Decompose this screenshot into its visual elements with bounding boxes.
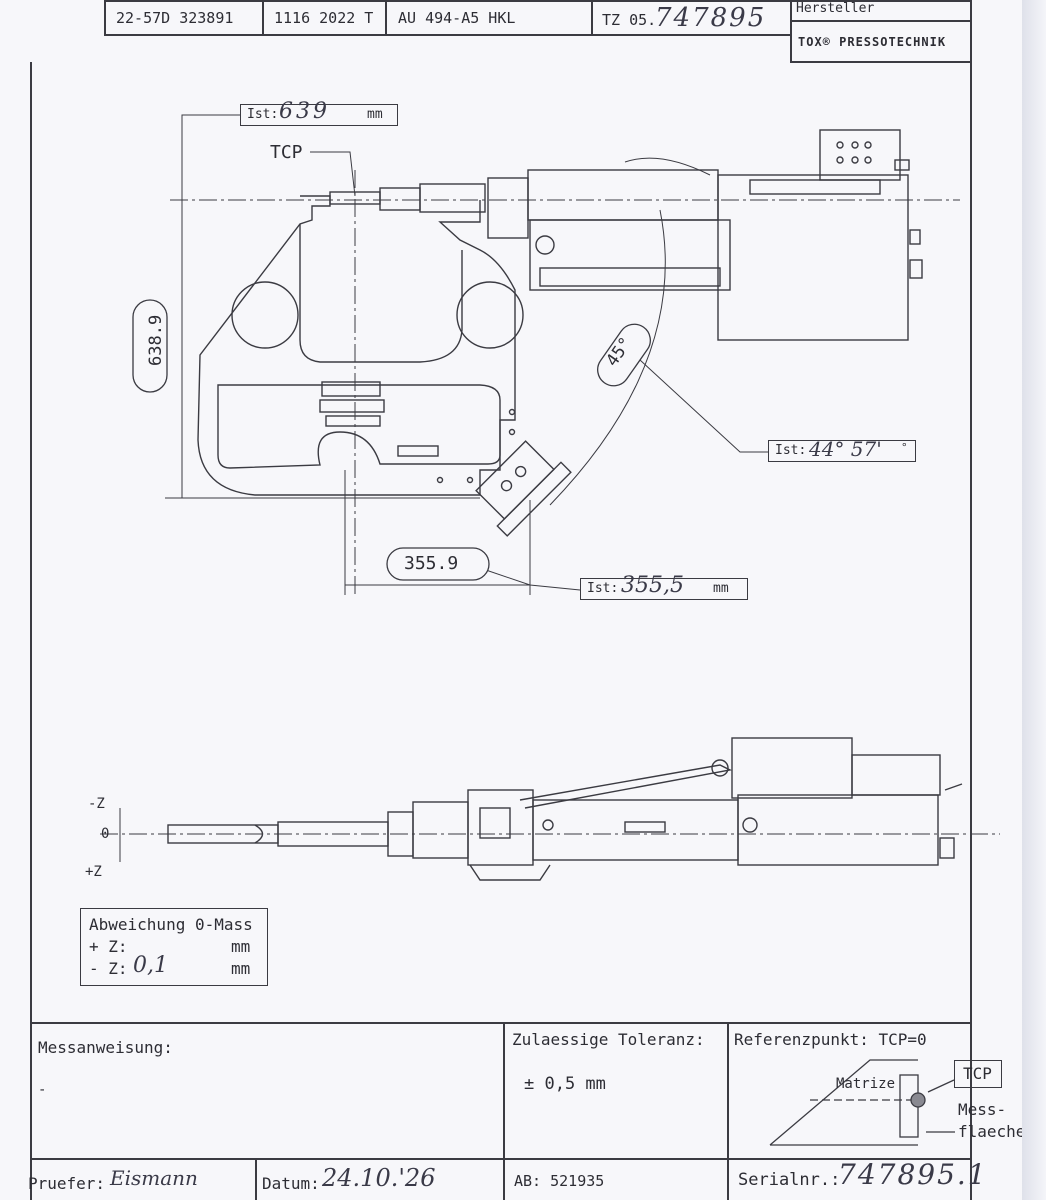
header-divider (262, 0, 264, 36)
matrize-label: Matrize (836, 1076, 896, 1092)
ist-box-horizontal: Ist: 355,5 mm (580, 573, 748, 600)
side-pos-z-label: +Z (85, 864, 102, 880)
frame-hole-right (456, 281, 524, 349)
deviation-box: Abweichung 0-Mass + Z: mm - Z: 0,1 mm (80, 908, 268, 986)
header-tz-prefix: TZ 05. (602, 11, 657, 29)
page-edge-shadow (1022, 0, 1046, 1200)
frame-left (30, 62, 32, 1200)
frame-hole-left (231, 281, 299, 349)
header-drawing-number: 22-57D 323891 (116, 9, 234, 27)
instruction-value: - (38, 1082, 47, 1098)
frame-cutout (217, 384, 501, 469)
footer-mid-line (30, 1158, 972, 1160)
tolerance-value: ± 0,5 mm (524, 1074, 606, 1094)
drive-housing (717, 174, 909, 341)
ist-vertical-value: 639 (279, 99, 330, 124)
ist-box-vertical: Ist: 639 mm (240, 99, 398, 126)
deviation-title: Abweichung 0-Mass (89, 915, 253, 934)
instruction-label: Messanweisung: (38, 1038, 173, 1057)
reference-label: Referenzpunkt: TCP=0 (734, 1030, 927, 1049)
header-divider (104, 0, 106, 36)
header-divider (790, 0, 792, 62)
header-manufacturer-label: Hersteller (796, 1, 875, 16)
deviation-minus-z-value: 0,1 (133, 953, 168, 978)
mess-label: Mess- (958, 1100, 1007, 1119)
ab-number: AB: 521935 (514, 1172, 605, 1190)
header-code: 1116 2022 T (274, 9, 374, 27)
flaeche-label: flaeche (958, 1122, 1026, 1141)
header-manufacturer-value: TOX® PRESSOTECHNIK (798, 35, 947, 49)
header-divider (970, 0, 972, 62)
serial-value: 747895.1 (838, 1158, 988, 1191)
tolerance-label: Zulaessige Toleranz: (512, 1030, 705, 1049)
frame-right (970, 62, 972, 1200)
header-tz-handwritten: 747895 (655, 3, 767, 33)
dimension-horizontal: 355.9 (404, 553, 459, 574)
ist-angle-value: 44° 57' (809, 437, 882, 461)
footer-divider (255, 1158, 257, 1200)
ist-box-angle: Ist: 44° 57' ° (768, 437, 916, 462)
datum-value: 24.10.'26 (322, 1164, 436, 1192)
side-drive-housing (737, 794, 939, 866)
header-divider (790, 20, 970, 22)
footer-divider (503, 1022, 505, 1200)
header-divider (790, 61, 970, 63)
footer-top-line (30, 1022, 972, 1024)
footer-divider (727, 1022, 729, 1200)
header-divider (591, 0, 593, 36)
datum-label: Datum: (262, 1174, 320, 1193)
tcp-label: TCP (270, 142, 303, 163)
header-divider (385, 0, 387, 36)
ist-horizontal-value: 355,5 (621, 573, 684, 598)
header-top-line (104, 0, 972, 2)
pruefer-label: Pruefer: (28, 1174, 106, 1193)
side-zero-label: 0 (101, 826, 110, 842)
header-bottom-line (104, 34, 792, 36)
serial-label: Serialnr.: (738, 1170, 841, 1190)
pruefer-signature: Eismann (110, 1166, 198, 1190)
tcp-ref-box: TCP (954, 1060, 1002, 1088)
header-type: AU 494-A5 HKL (398, 9, 516, 27)
side-neg-z-label: -Z (88, 796, 105, 812)
c-frame-outline (197, 195, 516, 496)
